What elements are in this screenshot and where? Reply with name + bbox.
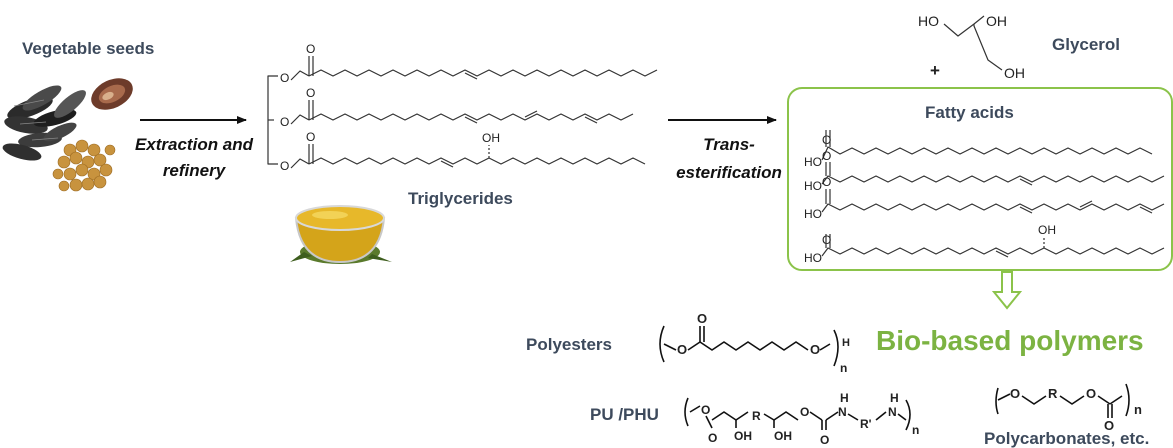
chickpeas-icon xyxy=(52,139,116,192)
atom-ho: HO xyxy=(804,251,822,265)
sunflower-seeds-icon xyxy=(2,85,86,161)
glycerol-label: Glycerol xyxy=(1052,35,1120,54)
atom-o: O xyxy=(822,149,831,163)
atom-o: O xyxy=(822,233,831,247)
oil-bowl-icon xyxy=(290,205,392,264)
fatty-acids-label: Fatty acids xyxy=(925,103,1014,122)
atom-o: O xyxy=(1086,386,1096,401)
atom-o: O xyxy=(306,130,315,144)
atom-n: N xyxy=(838,405,847,419)
seeds-illustration xyxy=(2,78,133,192)
atom-ho: HO xyxy=(804,155,822,169)
atom-o: O xyxy=(306,86,315,100)
atom-o: O xyxy=(697,311,707,326)
atom-o: O xyxy=(822,133,831,147)
transesterification-label-line1: Trans- xyxy=(703,135,755,154)
atom-oh: OH xyxy=(734,429,752,443)
atom-n-subscript: n xyxy=(1134,402,1142,417)
polycarbonates-label: Polycarbonates, etc. xyxy=(984,429,1149,448)
bio-based-polymers-title: Bio-based polymers xyxy=(876,325,1144,356)
atom-o: O xyxy=(280,159,289,173)
pu-phu-label: PU /PHU xyxy=(590,405,659,424)
atom-oh: OH xyxy=(774,429,792,443)
atom-o: O xyxy=(800,405,809,419)
extraction-label-line2: refinery xyxy=(163,161,227,180)
vegetable-seeds-label: Vegetable seeds xyxy=(22,39,154,58)
atom-oh: OH xyxy=(1038,223,1056,237)
atom-o: O xyxy=(1104,418,1114,433)
atom-h: H xyxy=(890,391,899,405)
cacao-bean-icon xyxy=(91,78,133,110)
atom-n-subscript: n xyxy=(912,423,919,437)
atom-o: O xyxy=(820,433,829,447)
down-arrow-icon xyxy=(991,271,1023,310)
fatty-acid-structures: O HO O HO O HO O HO OH xyxy=(804,130,1165,265)
polyester-structure: O O O H n xyxy=(659,311,850,375)
atom-r: R xyxy=(1048,386,1058,401)
pu-phu-structure: O O OH R OH O O H N R' H N n xyxy=(684,391,919,447)
plus-sign: + xyxy=(930,61,940,80)
atom-r-prime: R' xyxy=(860,417,872,431)
atom-n: N xyxy=(888,405,897,419)
atom-oh: OH xyxy=(986,13,1007,29)
atom-h: H xyxy=(842,337,850,349)
atom-o: O xyxy=(280,115,289,129)
atom-o: O xyxy=(708,431,717,445)
atom-o: O xyxy=(810,342,820,357)
atom-o: O xyxy=(1010,386,1020,401)
atom-oh: OH xyxy=(1004,65,1025,81)
atom-r: R xyxy=(752,409,761,423)
atom-ho: HO xyxy=(918,13,939,29)
triglycerides-label: Triglycerides xyxy=(408,189,513,208)
atom-ho: HO xyxy=(804,207,822,221)
atom-o: O xyxy=(306,42,315,56)
atom-n-subscript: n xyxy=(840,361,847,375)
atom-o: O xyxy=(822,175,831,189)
atom-ho: HO xyxy=(804,179,822,193)
atom-h: H xyxy=(840,391,849,405)
transesterification-label-line2: esterification xyxy=(676,163,782,182)
atom-o: O xyxy=(677,342,687,357)
extraction-label-line1: Extraction and xyxy=(135,135,254,154)
glycerol-structure: HO OH OH xyxy=(918,13,1025,81)
triglyceride-structure: O O O O O O OH xyxy=(267,42,658,173)
atom-oh: OH xyxy=(482,131,500,145)
atom-o: O xyxy=(280,71,289,85)
atom-o: O xyxy=(701,403,710,417)
fatty-acids-box xyxy=(787,87,1173,271)
polyesters-label: Polyesters xyxy=(526,335,612,354)
polycarbonate-structure: O R O O n xyxy=(995,383,1142,433)
